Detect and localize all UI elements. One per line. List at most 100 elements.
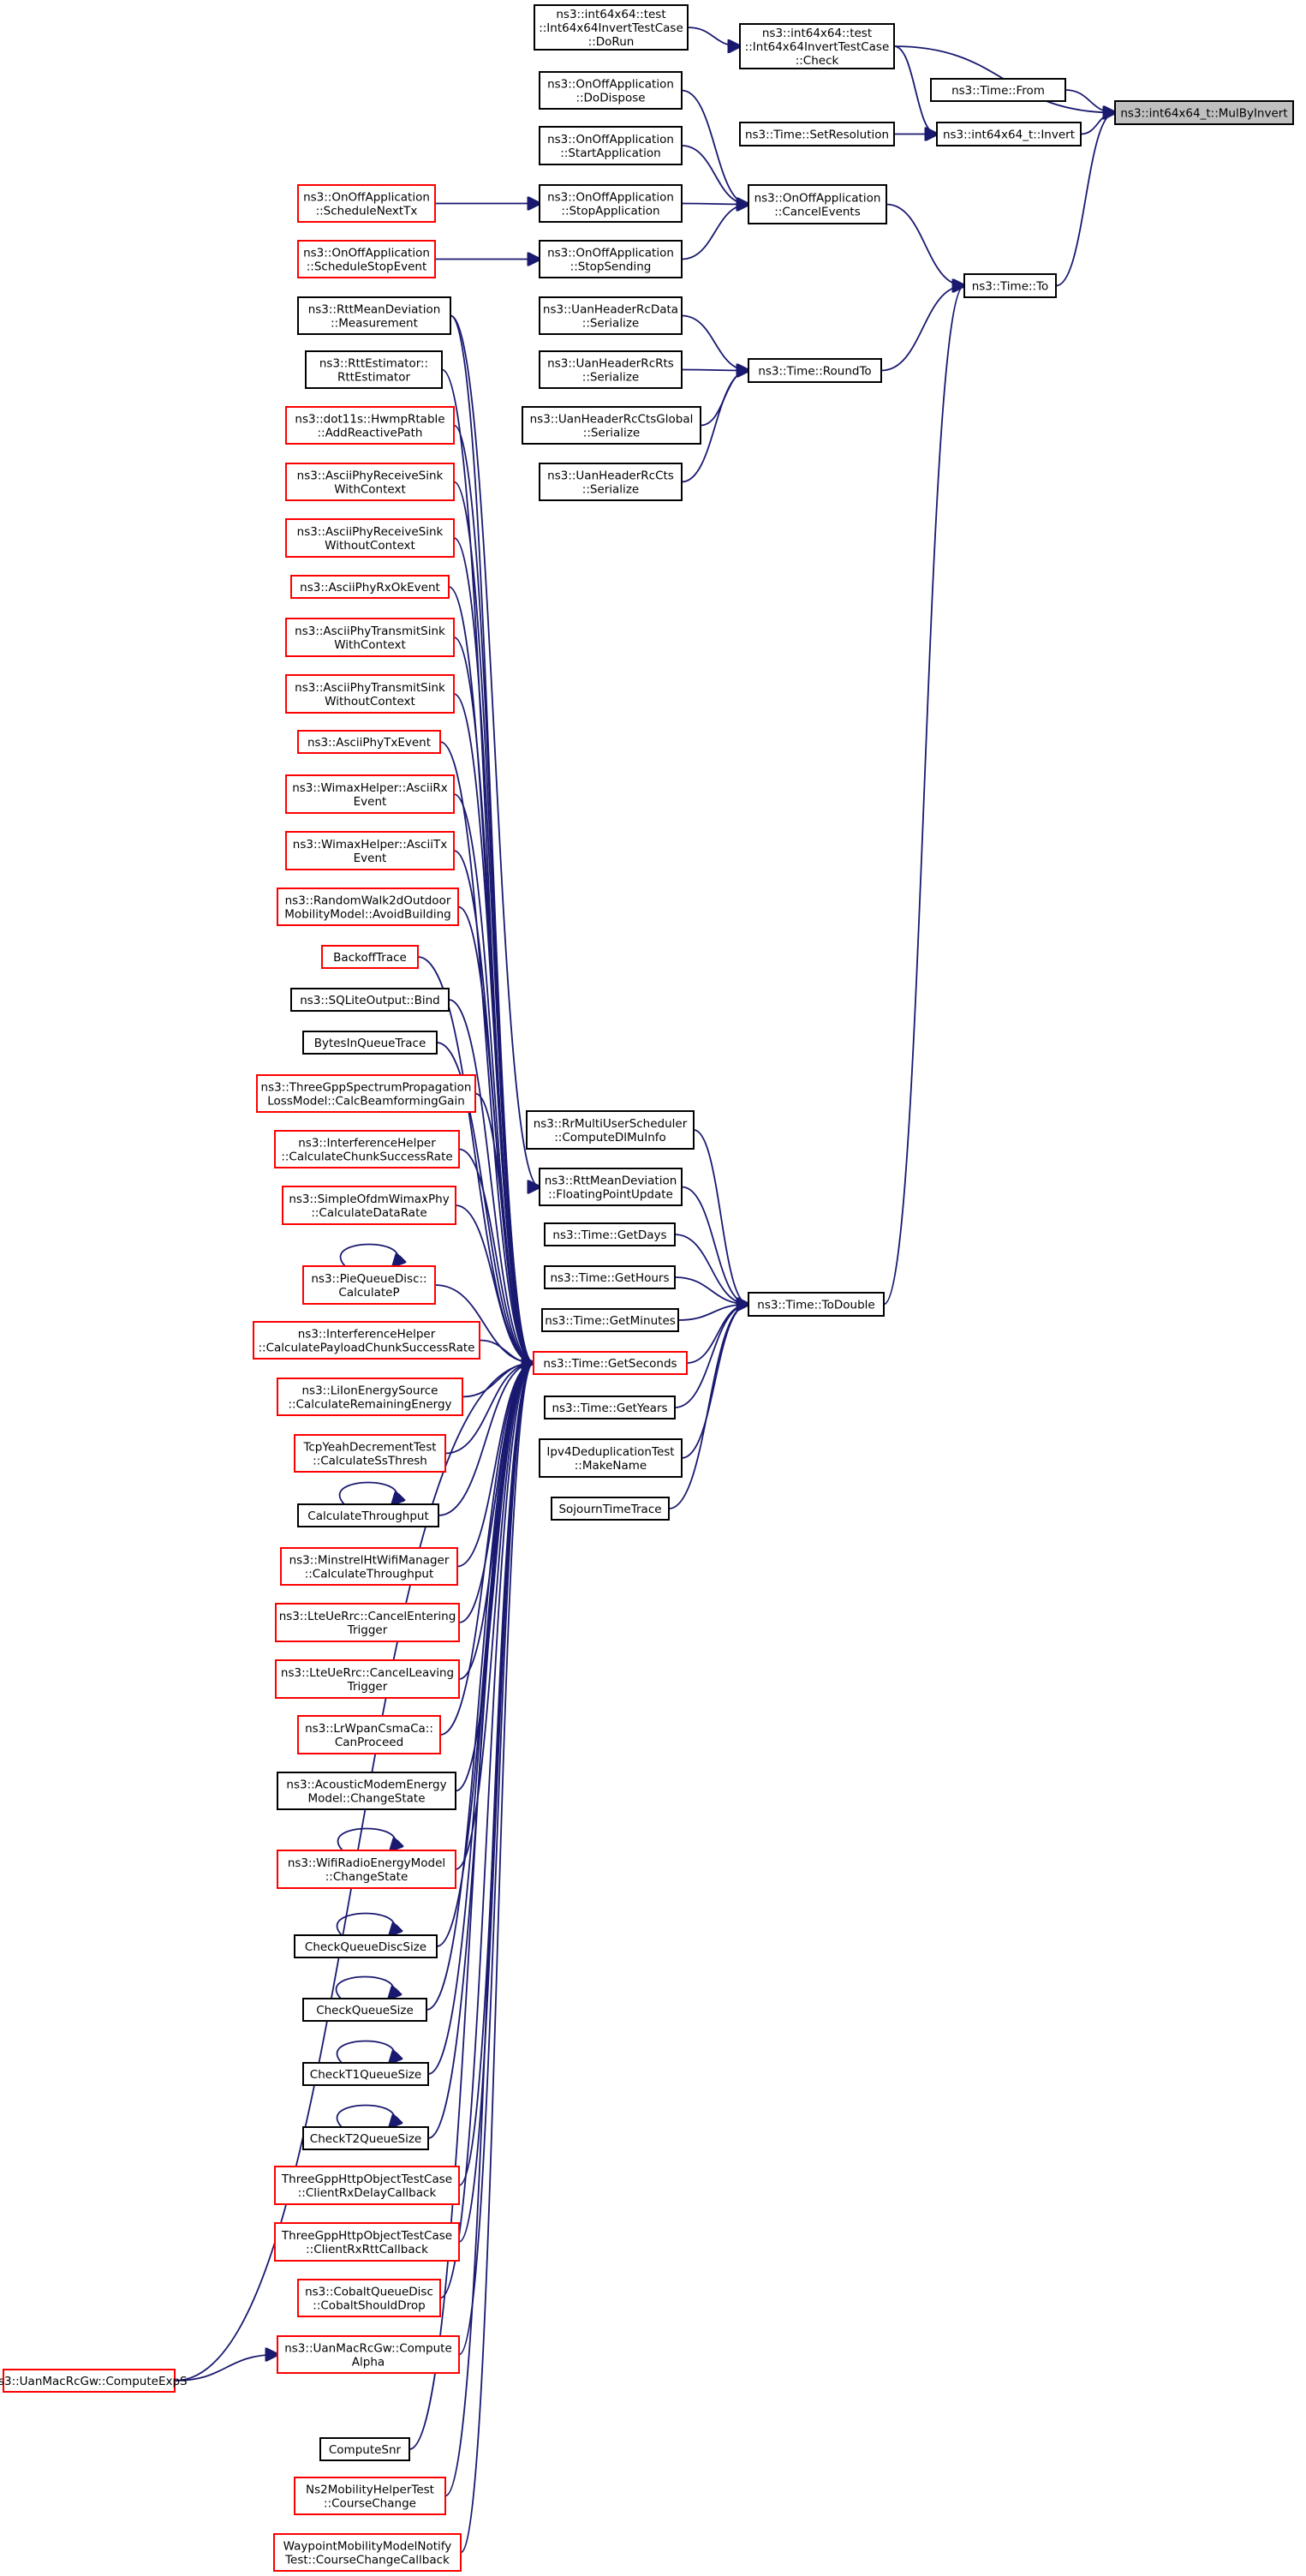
node-label: ns3::OnOffApplication (547, 133, 674, 146)
node-rccts[interactable]: ns3::UanHeaderRcCts::Serialize (539, 463, 683, 501)
node-chkqd[interactable]: CheckQueueDiscSize (294, 1934, 438, 1958)
node-rcrts[interactable]: ns3::UanHeaderRcRts::Serialize (539, 350, 683, 389)
node-box (544, 1265, 676, 1289)
node-rrmulti[interactable]: ns3::RrMultiUserScheduler::ComputeDlMuIn… (526, 1110, 695, 1150)
node-chkt1[interactable]: CheckT1QueueSize (302, 2062, 429, 2086)
node-dodispose[interactable]: ns3::OnOffApplication::DoDispose (539, 71, 683, 110)
node-box (302, 1265, 436, 1305)
node-ns2mob[interactable]: Ns2MobilityHelperTest::CourseChange (294, 2477, 446, 2515)
node-roundto[interactable]: ns3::Time::RoundTo (748, 358, 882, 383)
node-label: TcpYeahDecrementTest (302, 1441, 436, 1455)
edge (458, 1148, 534, 1364)
node-atx[interactable]: ns3::AsciiPhyTxEvent (297, 730, 441, 754)
edge (687, 27, 740, 46)
node-box (302, 1031, 438, 1055)
node-sojourn[interactable]: SojournTimeTrace (551, 1497, 670, 1521)
node-box (277, 1378, 463, 1416)
node-label: ns3::WimaxHelper::AsciiTx (293, 838, 447, 852)
node-tgpphttp2[interactable]: ThreeGppHttpObjectTestCase::ClientRxRttC… (274, 2222, 460, 2262)
node-schedstop[interactable]: ns3::OnOffApplication::ScheduleStopEvent (297, 240, 436, 278)
node-minstrel[interactable]: ns3::MinstrelHtWifiManager::CalculateThr… (280, 1547, 458, 1586)
node-todouble[interactable]: ns3::Time::ToDouble (748, 1292, 885, 1317)
edge-chkq-to-chkq (335, 1975, 394, 1999)
node-cobalt[interactable]: ns3::CobaltQueueDisc::CobaltShouldDrop (297, 2279, 441, 2317)
node-label: ns3::MinstrelHtWifiManager (289, 1554, 450, 1568)
node-startapp[interactable]: ns3::OnOffApplication::StartApplication (539, 126, 683, 165)
node-label: ns3::int64x64::test (762, 27, 872, 40)
node-backoff[interactable]: BackoffTrace (321, 945, 419, 969)
node-cancel[interactable]: ns3::OnOffApplication::CancelEvents (748, 184, 887, 224)
node-computesnr[interactable]: ComputeSnr (319, 2437, 410, 2461)
edge-sqlbind-to-getsec (448, 999, 534, 1363)
node-label: ::CalculateSsThresh (313, 1455, 427, 1468)
node-label: ns3::InterferenceHelper (298, 1328, 436, 1342)
node-rttest[interactable]: ns3::RttEstimator::RttEstimator (305, 350, 443, 389)
node-sqlbind[interactable]: ns3::SQLiteOutput::Bind (290, 988, 450, 1012)
node-rw2d[interactable]: ns3::RandomWalk2dOutdoorMobilityModel::A… (277, 888, 459, 926)
node-lrwpan[interactable]: ns3::LrWpanCsmaCa::CanProceed (297, 1715, 441, 1754)
node-getyears[interactable]: ns3::Time::GetYears (544, 1396, 676, 1419)
node-root[interactable]: ns3::int64x64_t::MulByInvert (1114, 100, 1294, 125)
node-invert[interactable]: ns3::int64x64_t::Invert (936, 122, 1082, 146)
node-ipv4dedup[interactable]: Ipv4DeduplicationTest::MakeName (539, 1438, 683, 1478)
edge-chkq-to-getsec (426, 1363, 534, 2011)
node-check[interactable]: ns3::int64x64::test::Int64x64InvertTestC… (739, 23, 895, 69)
node-label: Event (354, 852, 387, 865)
node-uanexp[interactable]: ns3::UanMacRcGw::ComputeExpS (0, 2369, 188, 2393)
node-label: ns3::PieQueueDisc:: (311, 1272, 426, 1286)
node-box (551, 1497, 670, 1521)
node-getmin[interactable]: ns3::Time::GetMinutes (541, 1308, 679, 1332)
edge-rrmulti-to-todouble (693, 1129, 748, 1305)
node-rcctsg[interactable]: ns3::UanHeaderRcCtsGlobal::Serialize (522, 406, 701, 445)
node-tgpp[interactable]: ns3::ThreeGppSpectrumPropagationLossMode… (256, 1074, 476, 1113)
node-ifpayload[interactable]: ns3::InterferenceHelper::CalculatePayloa… (253, 1321, 480, 1360)
node-getsec[interactable]: ns3::Time::GetSeconds (533, 1351, 688, 1375)
node-from[interactable]: ns3::Time::From (930, 78, 1066, 102)
node-acoustic[interactable]: ns3::AcousticModemEnergyModel::ChangeSta… (277, 1772, 456, 1810)
node-label: CheckQueueSize (316, 2004, 414, 2017)
node-box (273, 2533, 462, 2572)
node-pieq[interactable]: ns3::PieQueueDisc::CalculateP (302, 1265, 436, 1305)
node-box (544, 1222, 676, 1246)
node-hwmp[interactable]: ns3::dot11s::HwmpRtable::AddReactivePath (285, 406, 455, 445)
node-label: ns3::AsciiPhyTransmitSink (295, 625, 445, 638)
node-getdays[interactable]: ns3::Time::GetDays (544, 1222, 676, 1246)
node-dorun[interactable]: ns3::int64x64::test::Int64x64InvertTestC… (534, 4, 689, 51)
node-to[interactable]: ns3::Time::To (963, 273, 1057, 298)
node-stopapp[interactable]: ns3::OnOffApplication::StopApplication (539, 184, 683, 223)
node-wifiradio[interactable]: ns3::WifiRadioEnergyModel::ChangeState (277, 1850, 456, 1889)
node-schednext[interactable]: ns3::OnOffApplication::ScheduleNextTx (297, 184, 436, 223)
node-gethours[interactable]: ns3::Time::GetHours (544, 1265, 676, 1289)
node-box (534, 4, 689, 51)
node-bytesq[interactable]: BytesInQueueTrace (302, 1031, 438, 1055)
node-waypoint[interactable]: WaypointMobilityModelNotifyTest::CourseC… (273, 2533, 462, 2572)
node-box (275, 1603, 460, 1642)
node-liion[interactable]: ns3::LiIonEnergySource::CalculateRemaini… (277, 1378, 463, 1416)
node-rttfloat[interactable]: ns3::RttMeanDeviation::FloatingPointUpda… (539, 1168, 683, 1206)
node-box (297, 2279, 441, 2317)
node-stopsend[interactable]: ns3::OnOffApplication::StopSending (539, 240, 683, 278)
node-rttmeas[interactable]: ns3::RttMeanDeviation::Measurement (297, 296, 451, 335)
node-label: CalculateP (338, 1286, 399, 1300)
node-tgpphttp1[interactable]: ThreeGppHttpObjectTestCase::ClientRxDela… (274, 2166, 460, 2205)
node-ofdmrate[interactable]: ns3::SimpleOfdmWimaxPhy::CalculateDataRa… (282, 1186, 456, 1225)
node-arxok[interactable]: ns3::AsciiPhyRxOkEvent (290, 575, 450, 599)
node-chkt2[interactable]: CheckT2QueueSize (302, 2126, 429, 2150)
node-rcdata[interactable]: ns3::UanHeaderRcData::Serialize (539, 296, 683, 335)
node-tcpyeah[interactable]: TcpYeahDecrementTest::CalculateSsThresh (294, 1434, 446, 1473)
node-label: ns3::Time::SetResolution (745, 129, 889, 142)
node-ifchunk[interactable]: ns3::InterferenceHelper::CalculateChunkS… (274, 1130, 460, 1168)
node-setres[interactable]: ns3::Time::SetResolution (739, 122, 895, 146)
node-box (256, 1074, 476, 1113)
node-calcthr[interactable]: CalculateThroughput (297, 1503, 439, 1527)
node-chkq[interactable]: CheckQueueSize (302, 1998, 427, 2022)
